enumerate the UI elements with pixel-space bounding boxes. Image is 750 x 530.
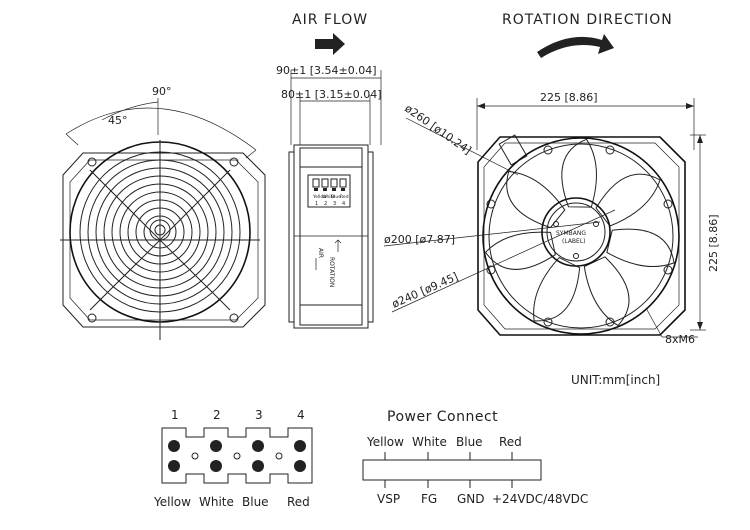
side-pin-label: Blue xyxy=(331,194,341,200)
fan-blade xyxy=(533,256,581,322)
power-wire-color: Red xyxy=(499,435,522,449)
power-wire-color: Yellow xyxy=(366,435,404,449)
side-pin-number: 1 xyxy=(315,201,318,207)
power-signal-label: GND xyxy=(457,492,485,506)
side-pin-label: White xyxy=(322,194,335,200)
fan-blade xyxy=(595,173,661,227)
connector-latch xyxy=(191,452,199,460)
connector-number: 3 xyxy=(255,408,263,422)
side-pin-number: 3 xyxy=(333,201,336,207)
fan-blade xyxy=(506,170,566,229)
connector-pin-top xyxy=(294,440,306,452)
dim-90-label: 90±1 [3.54±0.04] xyxy=(276,64,377,77)
connector-color-label: White xyxy=(199,495,234,509)
connector-pin-top xyxy=(252,440,264,452)
angle-90-label: 90° xyxy=(152,85,172,98)
fan-blade xyxy=(561,138,597,208)
dim-225-horizontal: 225 [8.86] xyxy=(540,91,598,104)
side-view: 90±1 [3.54±0.04] 80±1 [3.15±0.04] Yellow… xyxy=(276,64,382,329)
connector-pin-bottom xyxy=(168,460,180,472)
rear-view: 225 [8.86] 225 [8.86] SYMBANG (LA xyxy=(383,91,720,346)
rotation-arrow-icon xyxy=(537,34,614,58)
fan-blade xyxy=(484,231,556,270)
front-view: 90° 45° xyxy=(60,85,266,340)
connector-pin-bottom xyxy=(210,460,222,472)
connector-latch xyxy=(275,452,283,460)
connector-color-label: Red xyxy=(287,495,310,509)
side-pin xyxy=(312,178,320,188)
side-pin-label: Red xyxy=(340,194,349,200)
side-pin-contact xyxy=(314,188,318,191)
dia-260-label: ø260 [ø10.24] xyxy=(402,102,473,157)
connector-number: 1 xyxy=(171,408,179,422)
connector-color-label: Blue xyxy=(242,495,269,509)
power-connect: Power Connect Yellow White Blue Red VSP FG GN… xyxy=(362,409,588,506)
dim-225-vertical: 225 [8.86] xyxy=(707,214,720,272)
screws-label: 8xM6 xyxy=(665,333,695,346)
connector-pin-top xyxy=(168,440,180,452)
connector-number: 2 xyxy=(213,408,221,422)
side-pin xyxy=(330,178,338,188)
fan-blade xyxy=(583,256,630,327)
connector-pin-bottom xyxy=(294,460,306,472)
dia-240-label: ø240 [ø9.45] xyxy=(390,270,460,311)
airflow-arrow-icon xyxy=(315,33,345,55)
connector-color-label: Yellow xyxy=(153,495,191,509)
side-pin-contact xyxy=(323,188,327,191)
side-pin-contact xyxy=(341,188,345,191)
rotation-title: ROTATION DIRECTION xyxy=(502,12,673,28)
hub-label-line2: (LABEL) xyxy=(562,238,586,245)
connector-pinout: 1 2 3 4 Yellow White Blue Red xyxy=(153,408,313,509)
connector-pin-top xyxy=(210,440,222,452)
hub-label-line1: SYMBANG xyxy=(556,230,586,237)
side-pin-contact xyxy=(332,188,336,191)
fan-blade xyxy=(606,228,675,268)
airflow-title: AIR FLOW xyxy=(292,12,368,28)
side-pin xyxy=(339,178,347,188)
power-signal-label: +24VDC/48VDC xyxy=(492,492,588,506)
power-wire-color: White xyxy=(412,435,447,449)
connector-latch xyxy=(233,452,241,460)
dia-200-label: ø200 [ø7.87] xyxy=(384,233,455,246)
connector-pin-bottom xyxy=(252,460,264,472)
side-pin-label: Yellow xyxy=(312,194,327,200)
power-connect-title: Power Connect xyxy=(387,409,498,425)
side-pin xyxy=(321,178,329,188)
power-signal-label: FG xyxy=(421,492,437,506)
connector-number: 4 xyxy=(297,408,305,422)
side-pin-number: 4 xyxy=(342,201,345,207)
unit-note: UNIT:mm[inch] xyxy=(571,373,660,387)
dim-80-label: 80±1 [3.15±0.04] xyxy=(281,88,382,101)
power-signal-label: VSP xyxy=(377,492,400,506)
side-rotation-label: ROTATION xyxy=(328,257,335,287)
angle-45-label: 45° xyxy=(108,114,128,127)
side-pin-number: 2 xyxy=(324,201,327,207)
side-air-label: AIR xyxy=(317,248,324,258)
power-wire-color: Blue xyxy=(456,435,483,449)
